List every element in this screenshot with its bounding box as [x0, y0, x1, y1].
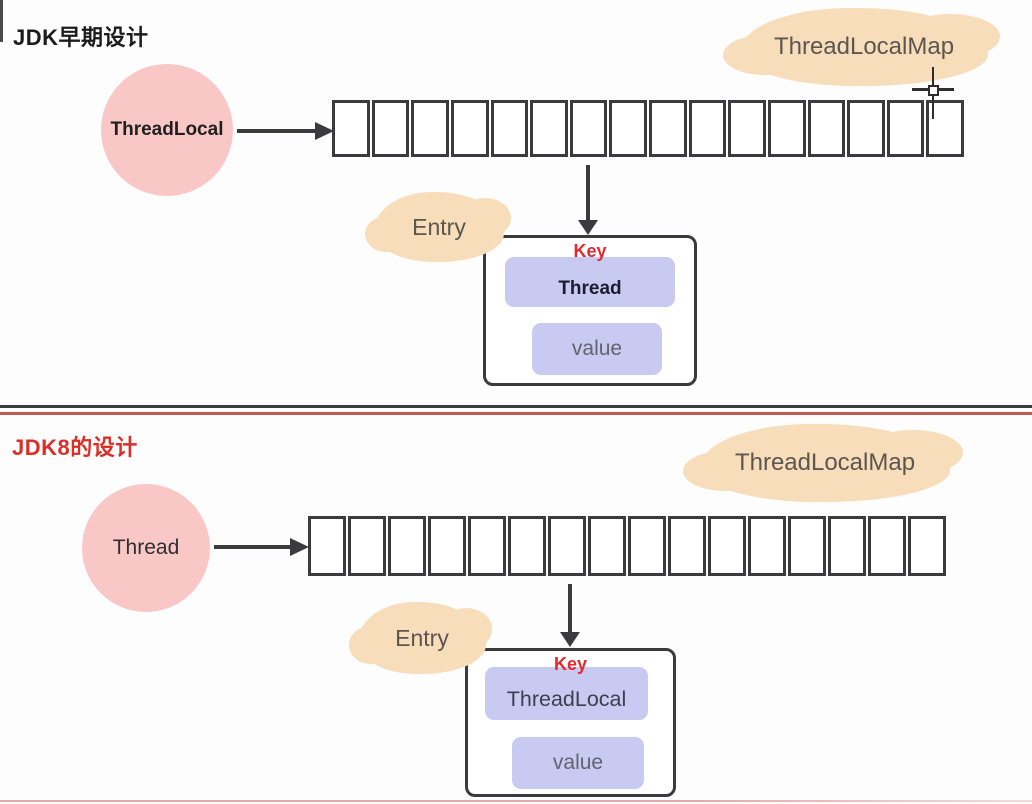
left-edge-mark: [0, 0, 3, 42]
array-cell: [908, 516, 946, 576]
array-cell: [490, 100, 529, 157]
divider-line-dark: [0, 405, 1032, 408]
array-cell: [886, 100, 925, 157]
array-cell: [450, 100, 489, 157]
value-field: value: [532, 323, 662, 375]
array-cell: [708, 516, 746, 576]
value-field-label: value: [571, 337, 623, 360]
arrow-down-stem-jdk8: [568, 584, 572, 634]
entry-cloud-label-jdk8: Entry: [395, 624, 449, 651]
array-cell: [348, 516, 386, 576]
arrow-down-head: [578, 220, 598, 235]
array-cell: [767, 100, 806, 157]
threadlocalmap-cloud-label-jdk8: ThreadLocalMap: [734, 449, 916, 476]
key-field: Thread: [505, 257, 675, 307]
array-cell: [332, 100, 370, 157]
key-field-jdk8: ThreadLocal: [485, 667, 648, 720]
array-cell: [609, 100, 647, 157]
arrow-right-stem: [237, 129, 316, 133]
divider-line-red: [0, 412, 1032, 415]
value-field-jdk8: value: [512, 737, 644, 789]
array-cell: [748, 516, 786, 576]
bucket-array-jdk8: [308, 516, 946, 576]
array-cell: [428, 516, 466, 576]
array-cell: [807, 100, 846, 157]
arrow-down-head-jdk8: [560, 632, 580, 647]
key-field-label-jdk8: ThreadLocal: [506, 687, 627, 711]
array-cell: [569, 100, 608, 157]
arrow-right-stem-jdk8: [214, 545, 291, 549]
threadlocalmap-cloud-label: ThreadLocalMap: [773, 33, 955, 60]
bucket-array: [332, 100, 964, 157]
array-cell: [649, 100, 687, 157]
array-cell: [388, 516, 426, 576]
array-cell: [668, 516, 706, 576]
array-cell: [530, 100, 568, 157]
array-cell: [468, 516, 506, 576]
section-title-jdk8: JDK8的设计: [12, 435, 138, 460]
arrow-down-stem: [586, 165, 590, 221]
array-cell: [688, 100, 727, 157]
key-label: Key: [573, 241, 607, 261]
threadlocalmap-cloud: ThreadLocalMap: [722, 8, 1001, 86]
key-label-jdk8: Key: [553, 654, 588, 674]
threadlocal-circle-label: ThreadLocal: [110, 119, 224, 140]
array-cell: [371, 100, 410, 157]
crosshair-center-square: [928, 85, 939, 96]
entry-cloud-jdk8: Entry: [349, 602, 493, 674]
array-cell: [847, 100, 885, 157]
arrow-right-head: [315, 121, 334, 140]
entry-box: Key Thread value: [483, 235, 697, 386]
array-cell: [411, 100, 449, 157]
array-cell: [588, 516, 626, 576]
array-cell: [728, 100, 766, 157]
arrow-right-head-jdk8: [290, 537, 309, 556]
entry-cloud: Entry: [364, 192, 511, 262]
array-cell: [868, 516, 906, 576]
entry-cloud-label: Entry: [412, 213, 466, 240]
value-field-label-jdk8: value: [552, 751, 604, 774]
entry-box-jdk8: Key ThreadLocal value: [465, 648, 676, 797]
array-cell: [788, 516, 826, 576]
array-cell: [308, 516, 346, 576]
thread-circle-label: Thread: [112, 536, 180, 559]
threadlocalmap-cloud-jdk8: ThreadLocalMap: [682, 424, 963, 502]
key-field-label: Thread: [558, 278, 622, 299]
array-cell: [548, 516, 586, 576]
array-cell: [828, 516, 866, 576]
threadlocal-circle: ThreadLocal: [101, 64, 233, 196]
section-title-jdk-early: JDK早期设计: [13, 25, 149, 50]
bottom-edge-line: [0, 800, 1032, 802]
crosshair-cursor: [911, 67, 955, 119]
array-cell: [628, 516, 666, 576]
thread-circle: Thread: [82, 484, 210, 612]
array-cell: [508, 516, 546, 576]
